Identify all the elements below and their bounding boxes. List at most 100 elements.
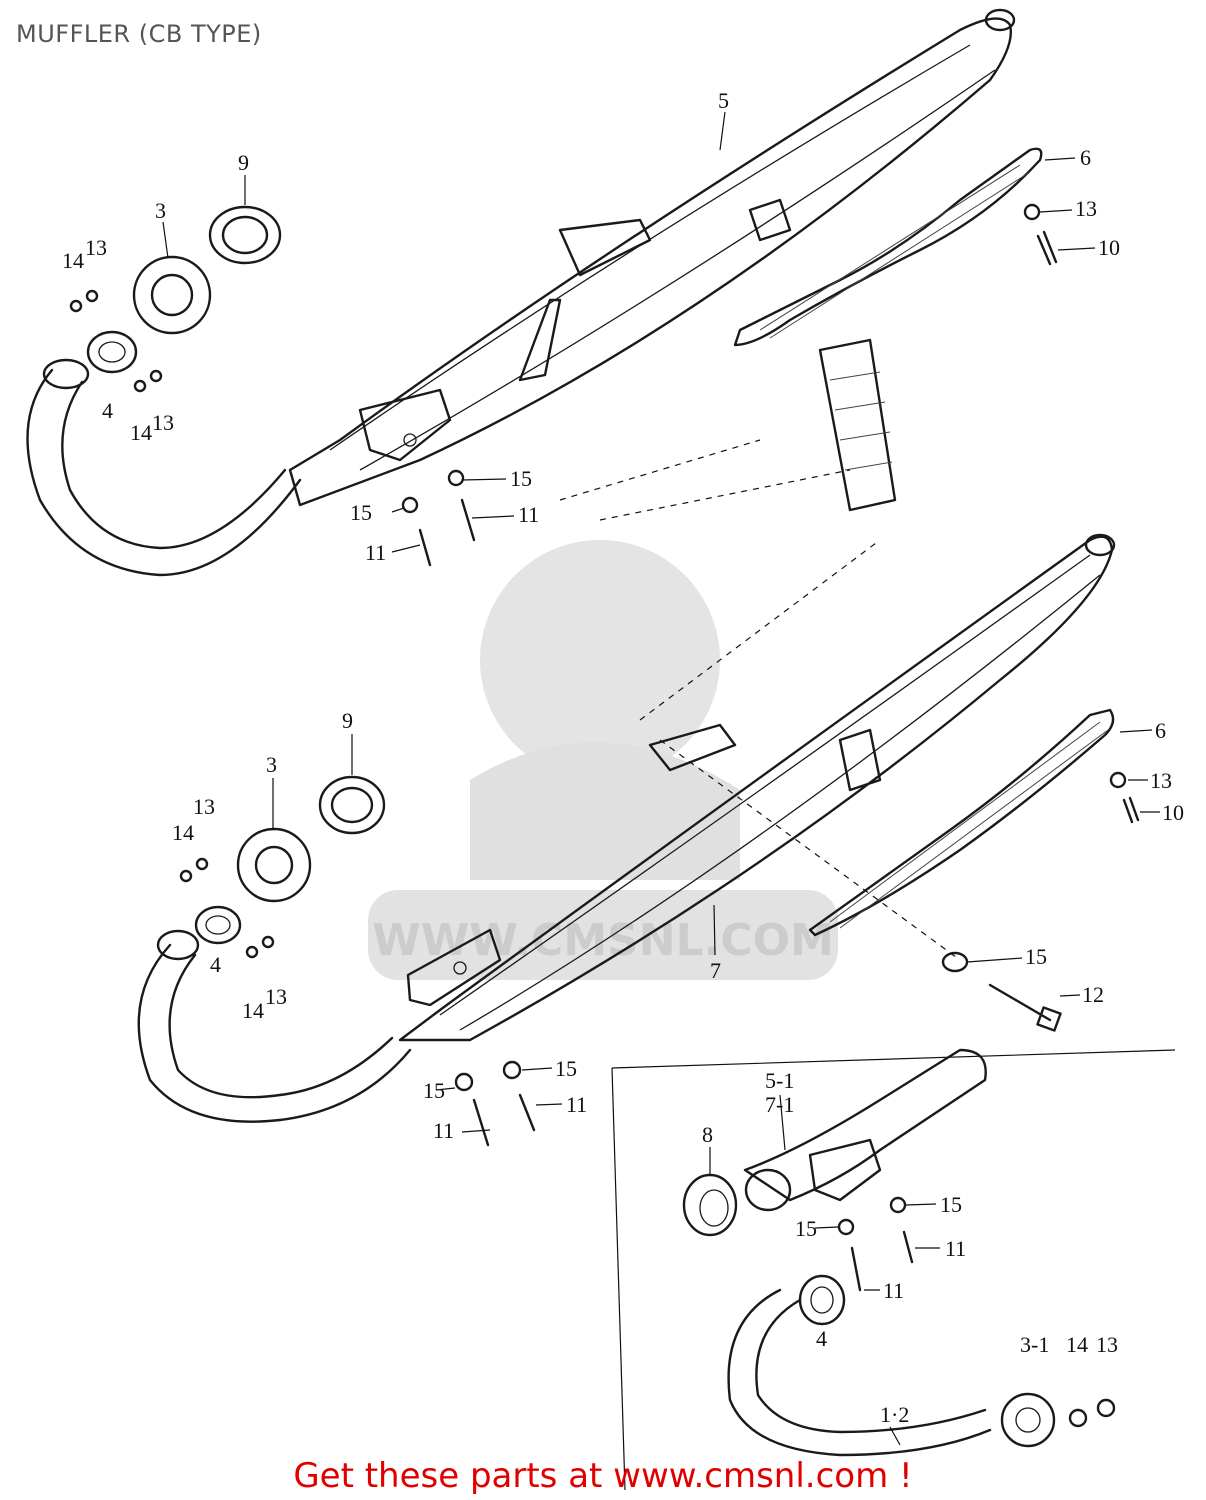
callout-inset-4: 4	[816, 1326, 827, 1351]
lower-bolt-12-head	[1036, 1006, 1062, 1032]
callout-inset-13: 13	[1096, 1332, 1118, 1357]
callout-lower-15a: 15	[555, 1056, 577, 1081]
callout-upper-13c: 13	[152, 410, 174, 435]
inset-bracket	[808, 1138, 882, 1202]
callout-upper-9: 9	[238, 150, 249, 175]
lower-exhaust-pipe	[137, 943, 412, 1123]
lower-bolt-11b	[518, 1093, 536, 1132]
callout-upper-15b: 15	[350, 500, 372, 525]
footer-cta-link[interactable]: Get these parts at www.cmsnl.com !	[293, 1456, 913, 1496]
lower-nut-13b	[261, 935, 275, 949]
upper-part-9-collar	[208, 205, 282, 265]
lower-baffle-6	[808, 708, 1115, 937]
callout-upper-6: 6	[1080, 145, 1091, 170]
upper-front-bracket	[358, 388, 452, 462]
lower-part-9-collar	[318, 775, 386, 835]
inset-part-4-gasket	[798, 1274, 846, 1326]
upper-part-4-gasket	[86, 330, 138, 374]
callout-inset-14: 14	[1066, 1332, 1088, 1357]
inset-muffler-section	[743, 1048, 987, 1202]
lower-muffler-tail	[1084, 533, 1116, 557]
lower-washer-15a	[454, 1072, 474, 1092]
callout-lower-13: 13	[193, 794, 215, 819]
callout-inset-5-1: 5-1	[765, 1068, 794, 1093]
leader-lines	[162, 111, 1160, 1446]
callout-lower-15-rear: 15	[1025, 944, 1047, 969]
callout-lower-12: 12	[1082, 982, 1104, 1007]
inset-bolt-11a	[850, 1246, 862, 1292]
callout-upper-11b: 11	[365, 540, 386, 565]
callout-lower-4: 4	[210, 952, 221, 977]
lower-muffler-assembly	[137, 439, 1140, 1147]
lower-exhaust-pipe-inner	[168, 953, 394, 1099]
callout-upper-13: 13	[1075, 196, 1097, 221]
callout-inset-3-1: 3-1	[1020, 1332, 1049, 1357]
upper-baffle-6	[733, 147, 1043, 347]
callout-lower-14: 14	[172, 820, 194, 845]
lower-pipe-mouth	[156, 929, 200, 961]
callout-inset-11a: 11	[945, 1236, 966, 1261]
upper-bolt-10	[1036, 230, 1058, 266]
upper-washer-14a	[69, 299, 83, 313]
lower-rear-bracket	[648, 723, 737, 772]
callout-upper-15a: 15	[510, 466, 532, 491]
callout-lower-10: 10	[1162, 800, 1184, 825]
callout-inset-15b: 15	[795, 1216, 817, 1241]
callout-labels: 5 6 13 10 9 3 14 13 4 14 13 15 11 15 11 …	[62, 88, 1184, 1427]
callout-upper-10: 10	[1098, 235, 1120, 260]
upper-exhaust-pipe	[26, 368, 302, 577]
callout-lower-3: 3	[266, 752, 277, 777]
callout-upper-4: 4	[102, 398, 113, 423]
inset-washer-15b	[889, 1196, 907, 1214]
lower-washer-14a	[179, 869, 193, 883]
upper-muffler-assembly	[26, 8, 1058, 577]
callout-lower-13b: 13	[1150, 768, 1172, 793]
watermark: WWW.CMSNL.COM	[368, 540, 838, 980]
lower-washer-14b	[245, 945, 259, 959]
inset-variant	[611, 1048, 1176, 1491]
lower-front-bracket	[406, 928, 502, 1007]
lower-part-4-gasket	[194, 905, 242, 945]
inset-part-3-1-joint-nut	[1000, 1392, 1056, 1448]
upper-pipe-mouth	[42, 358, 90, 390]
callout-lower-15b: 15	[423, 1078, 445, 1103]
lower-washer-15b	[502, 1060, 522, 1080]
callout-upper-14b: 14	[130, 420, 152, 445]
upper-muffler-body	[288, 17, 1012, 507]
lower-part-3-joint-nut	[236, 827, 312, 903]
callout-lower-6: 6	[1155, 718, 1166, 743]
callout-inset-11b: 11	[883, 1278, 904, 1303]
inset-bolt-11b	[902, 1230, 914, 1264]
lower-washer-13	[1109, 771, 1127, 789]
upper-nut-13b	[149, 369, 163, 383]
inset-washer-14	[1068, 1408, 1088, 1428]
inset-pipe-socket	[744, 1168, 792, 1212]
callout-upper-14: 14	[62, 248, 84, 273]
upper-washer-15a	[401, 496, 419, 514]
lower-stay	[838, 728, 882, 792]
callout-upper-3: 3	[155, 198, 166, 223]
upper-exhaust-pipe-inner	[61, 380, 287, 550]
callout-lower-9: 9	[342, 708, 353, 733]
callout-inset-8: 8	[702, 1122, 713, 1147]
upper-part-3-joint-nut	[132, 255, 212, 335]
watermark-text: WWW.CMSNL.COM	[372, 915, 834, 966]
page-title: MUFFLER (CB TYPE)	[16, 20, 262, 48]
upper-washer-14b	[133, 379, 147, 393]
lower-muffler-body	[398, 535, 1114, 1042]
inset-nut-13	[1096, 1398, 1116, 1418]
lower-bolt-10	[1122, 796, 1140, 824]
callout-upper-5: 5	[718, 88, 729, 113]
callout-lower-14b: 14	[242, 998, 264, 1023]
upper-nut-13a	[85, 289, 99, 303]
lower-bolt-11a	[472, 1098, 490, 1147]
callout-upper-13b: 13	[85, 235, 107, 260]
upper-rear-bracket	[558, 218, 652, 277]
upper-muffler-tail	[984, 8, 1016, 32]
callout-upper-11a: 11	[518, 502, 539, 527]
inset-washer-15a	[837, 1218, 855, 1236]
upper-hanger-rib	[518, 298, 562, 382]
upper-washer-15b	[447, 469, 465, 487]
callout-lower-11b: 11	[433, 1118, 454, 1143]
